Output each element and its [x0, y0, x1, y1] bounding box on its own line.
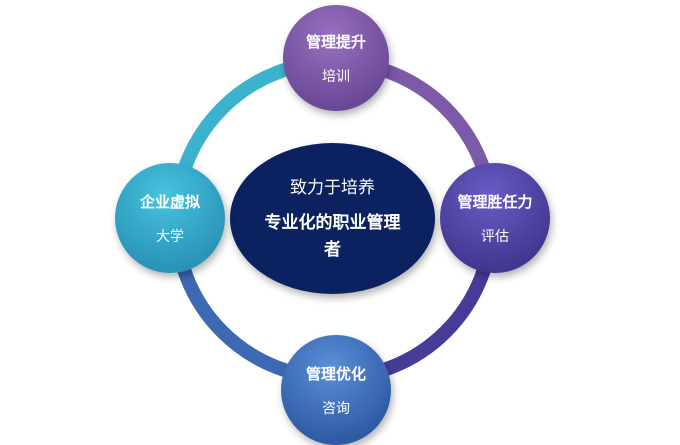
- node-virtual-university: 企业虚拟 大学: [115, 163, 225, 273]
- node-competency-assessment: 管理胜任力 评估: [440, 163, 550, 273]
- node-subtitle: 评估: [481, 228, 509, 245]
- node-title: 管理优化: [305, 364, 366, 383]
- node-subtitle: 咨询: [322, 400, 350, 417]
- center-line1: 致力于培养: [290, 178, 375, 198]
- node-subtitle: 培训: [322, 68, 350, 85]
- node-subtitle: 大学: [156, 228, 184, 245]
- node-title: 管理胜任力: [457, 192, 533, 211]
- node-training: 管理提升 培训: [283, 5, 389, 111]
- node-title: 企业虚拟: [139, 192, 200, 211]
- center-line2: 专业化的职业管理者: [264, 213, 401, 260]
- node-consulting: 管理优化 咨询: [281, 335, 391, 445]
- center-ellipse: 致力于培养 专业化的职业管理者: [230, 143, 435, 294]
- node-title: 管理提升: [305, 32, 366, 51]
